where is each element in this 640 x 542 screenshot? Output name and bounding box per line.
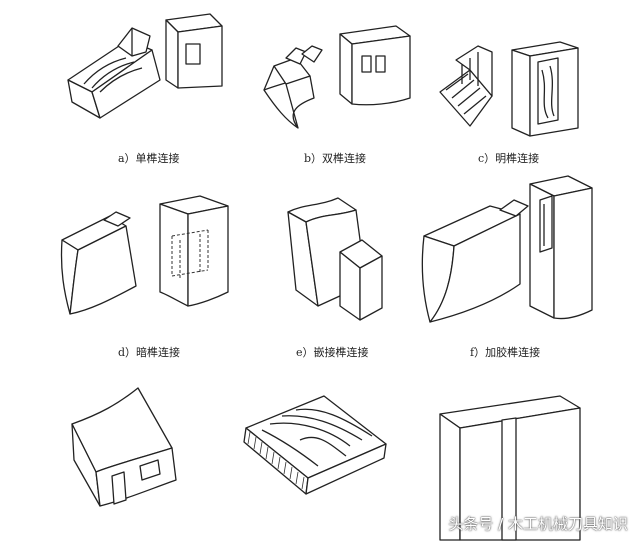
figure-a-tenon-piece	[67, 27, 161, 119]
caption-f: f）加胶榫连接	[470, 346, 541, 359]
figure-c-mortise-piece	[511, 41, 579, 137]
caption-b: b）双榫连接	[304, 152, 367, 165]
figure-i-block	[439, 395, 581, 541]
caption-d: d）暗榫连接	[118, 346, 181, 359]
figure-d-mortise-piece	[159, 195, 229, 307]
caption-a: a）单榫连接	[118, 152, 180, 165]
figure-f-tenon-piece	[421, 199, 529, 323]
figure-e-joint	[287, 197, 383, 321]
figure-a-mortise-piece	[165, 13, 223, 89]
figure-d-tenon-piece	[60, 211, 137, 315]
caption-e: e）嵌接榫连接	[296, 346, 369, 359]
figure-b-mortise-piece	[339, 25, 411, 106]
watermark: 头条号 / 木工机械刀具知识	[448, 515, 628, 533]
caption-c: c）明榫连接	[478, 152, 540, 165]
figure-g-joint	[71, 387, 177, 507]
figure-f-mortise-piece	[529, 175, 593, 320]
figure-b-tenon-piece	[263, 45, 323, 129]
figure-h-board	[243, 395, 387, 495]
figure-c-tenon-piece	[439, 45, 493, 127]
